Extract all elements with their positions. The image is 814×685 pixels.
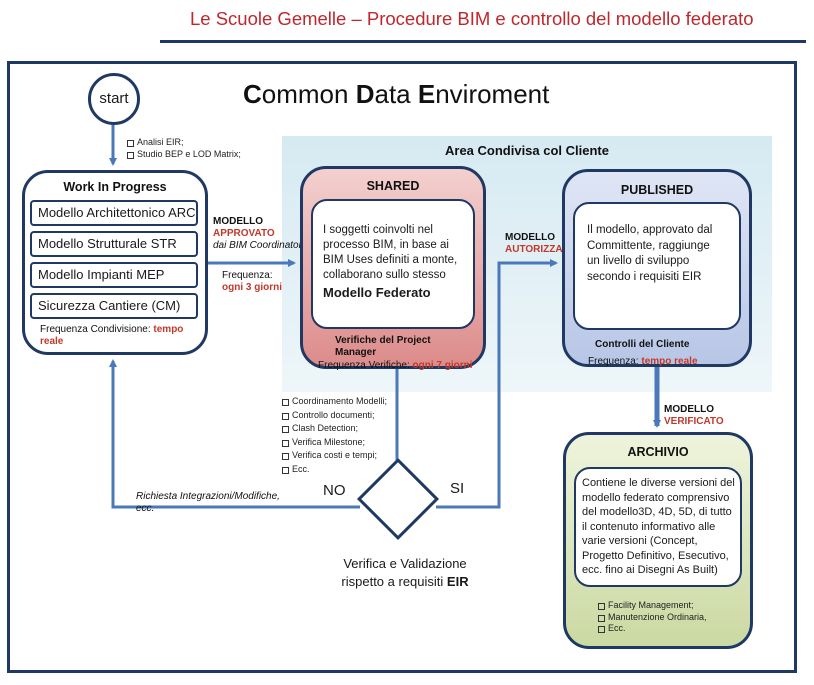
published-check-title: Controlli del Cliente	[595, 339, 690, 350]
start-node: start	[88, 73, 140, 125]
start-note: Analisi EIR;	[126, 137, 276, 149]
published-title: PUBLISHED	[620, 183, 694, 197]
wip-item-arc: Modello Architettonico ARC	[30, 200, 198, 226]
archive-description: Contiene le diverse versioni del modello…	[574, 467, 742, 587]
wip-item-cm: Sicurezza Cantiere (CM)	[30, 293, 198, 319]
decision-caption: Verifica e Validazione rispetto a requis…	[341, 556, 469, 589]
check-item: Controllo documenti;	[281, 410, 391, 422]
shared-check-title: Verifiche del Project Manager	[335, 335, 431, 358]
archive-note: Manutenzione Ordinaria,	[597, 612, 747, 624]
shared-to-published-label: MODELLO AUTORIZZATO	[505, 232, 576, 255]
wip-title: Work In Progress	[63, 180, 167, 194]
page-title: Le Scuole Gemelle – Procedure BIM e cont…	[190, 8, 754, 29]
archive-title: ARCHIVIO	[627, 445, 689, 459]
shared-title: SHARED	[366, 179, 420, 193]
wip-item-str: Modello Strutturale STR	[30, 231, 198, 257]
check-item: Coordinamento Modelli;	[281, 396, 391, 408]
checks-list: Coordinamento Modelli; Controllo documen…	[281, 396, 391, 475]
shared-description: I soggetti coinvolti nel processo BIM, i…	[311, 199, 475, 329]
cde-title: Common Data Enviroment	[243, 79, 550, 109]
title-underline	[160, 40, 806, 43]
archive-note: Facility Management;	[597, 600, 747, 612]
published-to-archive-label: MODELLO VERIFICATO	[664, 404, 724, 427]
published-description: Il modello, approvato dal Committente, r…	[573, 202, 741, 330]
wip-to-shared-label: MODELLO APPROVATO dai BIM Coordinator	[213, 216, 302, 251]
feedback-label: Richiesta Integrazioni/Modifiche, ecc.	[136, 491, 280, 514]
wip-to-shared-frequency: Frequenza: ogni 3 giorni	[222, 270, 282, 293]
shared-area-label: Area Condivisa col Cliente	[445, 143, 609, 158]
check-item: Clash Detection;	[281, 423, 391, 435]
published-frequency: Frequenza: tempo reale	[588, 356, 698, 367]
archive-notes: Facility Management; Manutenzione Ordina…	[597, 600, 747, 635]
arrow-yes-to-published	[436, 259, 558, 509]
shared-frequency: Frequenza Verifiche: ogni 7 giorni	[318, 360, 473, 371]
check-item: Ecc.	[281, 464, 391, 476]
archive-note: Ecc.	[597, 623, 747, 635]
check-item: Verifica Milestone;	[281, 437, 391, 449]
published-stage: PUBLISHED Il modello, approvato dal Comm…	[562, 169, 752, 367]
decision-no-label: NO	[323, 482, 346, 499]
check-item: Verifica costi e tempi;	[281, 450, 391, 462]
archive-stage: ARCHIVIO Contiene le diverse versioni de…	[563, 432, 753, 649]
diagram-frame	[7, 61, 797, 673]
wip-item-mep: Modello Impianti MEP	[30, 262, 198, 288]
shared-stage: SHARED I soggetti coinvolti nel processo…	[300, 166, 486, 369]
start-notes: Analisi EIR; Studio BEP e LOD Matrix;	[126, 137, 276, 160]
decision-yes-label: SI	[450, 480, 465, 497]
wip-frequency: Frequenza Condivisione: tempo reale	[40, 324, 184, 347]
arrow-no-to-wip	[109, 359, 360, 509]
start-note: Studio BEP e LOD Matrix;	[126, 149, 276, 161]
